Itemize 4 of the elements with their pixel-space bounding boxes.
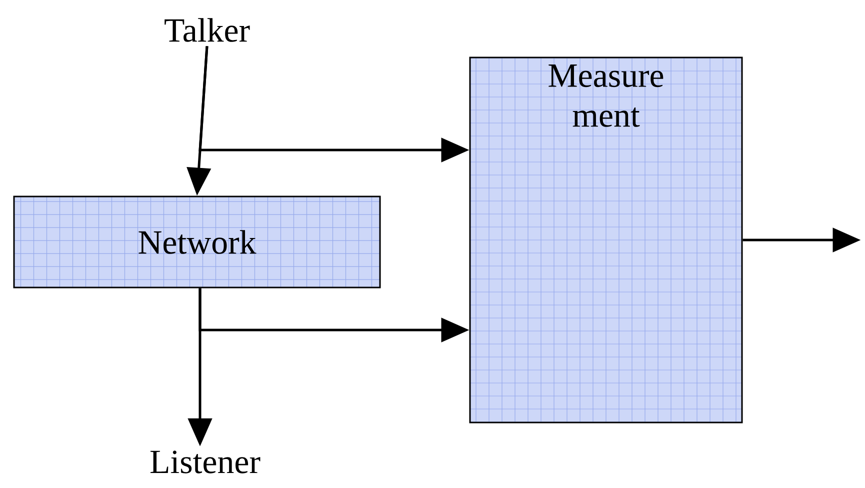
label-text: Talker	[164, 18, 250, 42]
label-text: Listener	[150, 450, 260, 474]
process-box: Measure ment	[469, 56, 743, 424]
process-box: Network	[13, 196, 381, 288]
